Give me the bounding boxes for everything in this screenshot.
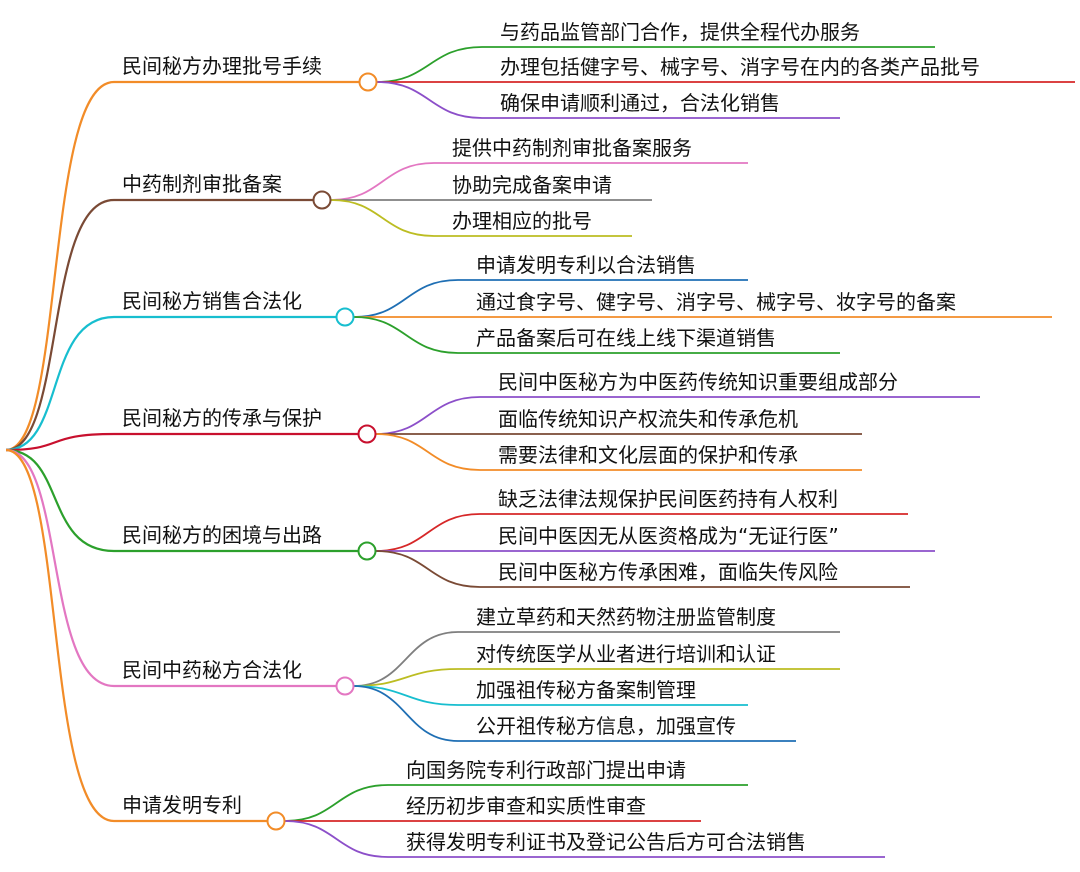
leaf-connector [375,513,481,552]
leaf-label: 经历初步审查和实质性审查 [406,794,646,818]
root-branch-connector [5,448,115,688]
root-branch-connector [5,448,115,553]
leaf-connector [376,46,483,83]
root-branch-connector [5,198,115,452]
branch-junction-circle[interactable] [312,190,332,210]
leaf-connector [284,784,389,822]
leaf-connector [330,199,435,237]
leaf-label: 公开祖传秘方信息，加强宣传 [476,714,736,738]
leaf-label: 加强祖传秘方备案制管理 [476,678,696,702]
branch-label: 申请发明专利 [122,793,242,817]
branch-label: 民间秘方的困境与出路 [122,523,322,547]
branch-label: 民间秘方销售合法化 [122,289,302,313]
branch-junction-circle[interactable] [357,424,377,444]
leaf-label: 申请发明专利以合法销售 [476,253,696,277]
leaf-label: 面临传统知识产权流失和传承危机 [498,407,798,431]
branch-label: 中药制剂审批备案 [122,172,282,196]
leaf-label: 提供中药制剂审批备案服务 [452,136,692,160]
branch-label: 民间秘方办理批号手续 [122,54,322,78]
branch-junction-circle[interactable] [335,307,355,327]
leaf-label: 办理包括健字号、械字号、消字号在内的各类产品批号 [500,55,980,79]
branch-junction-circle[interactable] [266,811,286,831]
leaf-label: 民间中医秘方传承困难，面临失传风险 [498,560,838,584]
leaf-connector [353,316,459,354]
leaf-connector [284,820,389,858]
branch-junction-circle[interactable] [357,541,377,561]
root-branch-connector [5,448,115,823]
leaf-connector [376,81,483,119]
root-branch-connector [5,80,115,452]
leaf-connector [353,685,459,706]
leaf-connector [330,162,435,201]
leaf-label: 通过食字号、健字号、消字号、械字号、妆字号的备案 [476,290,956,314]
leaf-label: 产品备案后可在线上线下渠道销售 [476,326,776,350]
node-labels: 民间秘方办理批号手续 与药品监管部门合作，提供全程代办服务办理包括健字号、械字号、… [122,20,980,854]
branch-junction-circle[interactable] [335,676,355,696]
leaf-connector [353,279,459,318]
leaf-label: 办理相应的批号 [452,209,592,233]
leaf-label: 需要法律和文化层面的保护和传承 [498,443,798,467]
leaf-connector [375,433,481,471]
leaf-label: 缺乏法律法规保护民间医药持有人权利 [498,487,838,511]
leaf-label: 协助完成备案申请 [452,173,612,197]
leaf-label: 民间中医秘方为中医药传统知识重要组成部分 [498,370,898,394]
leaf-label: 对传统医学从业者进行培训和认证 [476,642,776,666]
leaf-connector [375,550,481,588]
branch-label: 民间秘方的传承与保护 [122,406,322,430]
leaf-label: 建立草药和天然药物注册监管制度 [476,605,776,629]
branch-junction-circle[interactable] [358,72,378,92]
leaf-connector [375,396,481,435]
leaf-label: 民间中医因无从医资格成为“无证行医” [498,524,839,548]
leaf-label: 确保申请顺利通过，合法化销售 [500,91,780,115]
leaf-label: 与药品监管部门合作，提供全程代办服务 [500,20,860,44]
branch-label: 民间中药秘方合法化 [122,658,302,682]
leaf-connector [353,685,459,742]
leaf-label: 向国务院专利行政部门提出申请 [406,758,686,782]
leaf-connector [353,668,459,687]
leaf-label: 获得发明专利证书及登记公告后方可合法销售 [406,830,806,854]
leaf-connector [353,631,459,687]
branch-junctions [266,72,378,831]
root-branch-connector [5,432,115,452]
root-branch-connector [5,315,115,452]
connector-lines [5,46,1075,858]
